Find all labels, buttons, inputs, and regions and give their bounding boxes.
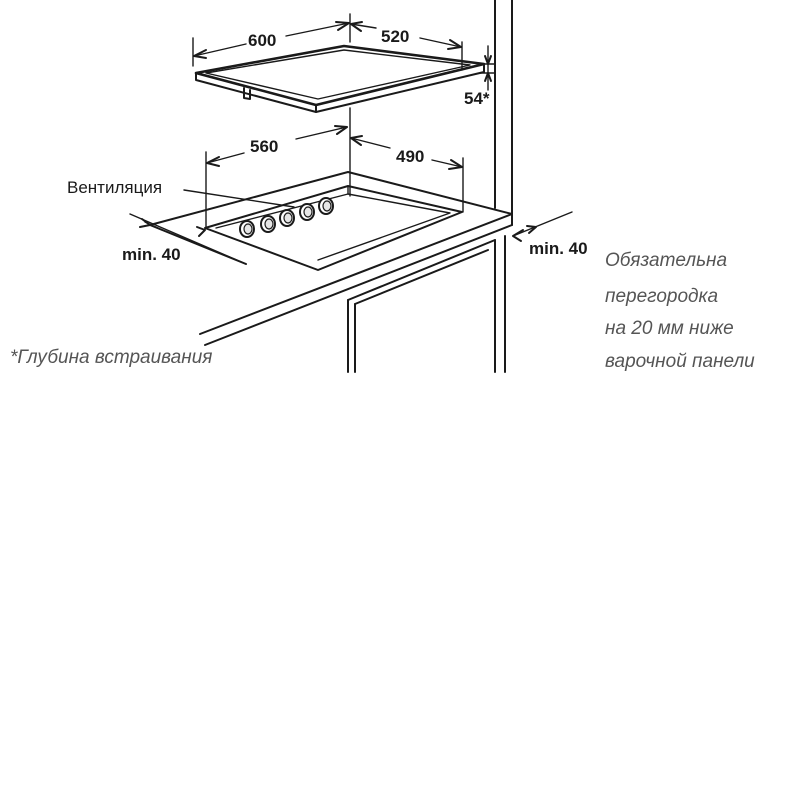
partition-note-line: Обязательна	[605, 250, 727, 271]
hob-dimension-lines	[192, 13, 495, 91]
ventilation-holes	[239, 197, 334, 238]
min-clearance-right-label: min. 40	[529, 239, 588, 258]
cabinet	[347, 235, 506, 373]
wall	[494, 0, 513, 221]
min-clearance-left-marks	[129, 213, 247, 265]
partition-note-line: на 20 мм ниже	[605, 318, 734, 339]
partition-note-line: варочной панели	[605, 351, 755, 372]
ventilation-leader	[183, 189, 295, 208]
partition-note-line: перегородка	[605, 286, 718, 307]
ventilation-label: Вентиляция	[67, 178, 162, 197]
min-clearance-left-label: min. 40	[122, 245, 181, 264]
hob-depth-label: 520	[381, 27, 409, 46]
hob-height-label: 54*	[464, 89, 490, 108]
partition-note: Обязательна перегородка на 20 мм ниже ва…	[605, 250, 755, 372]
min-clearance-right-marks	[512, 211, 573, 242]
cutout-depth-label: 490	[396, 147, 424, 166]
countertop	[149, 171, 513, 346]
hob-outline	[194, 44, 486, 113]
hob-width-label: 600	[248, 31, 276, 50]
cutout-width-label: 560	[250, 137, 278, 156]
cutout-dimension-lines	[205, 125, 464, 229]
depth-note: *Глубина встраивания	[10, 347, 212, 368]
